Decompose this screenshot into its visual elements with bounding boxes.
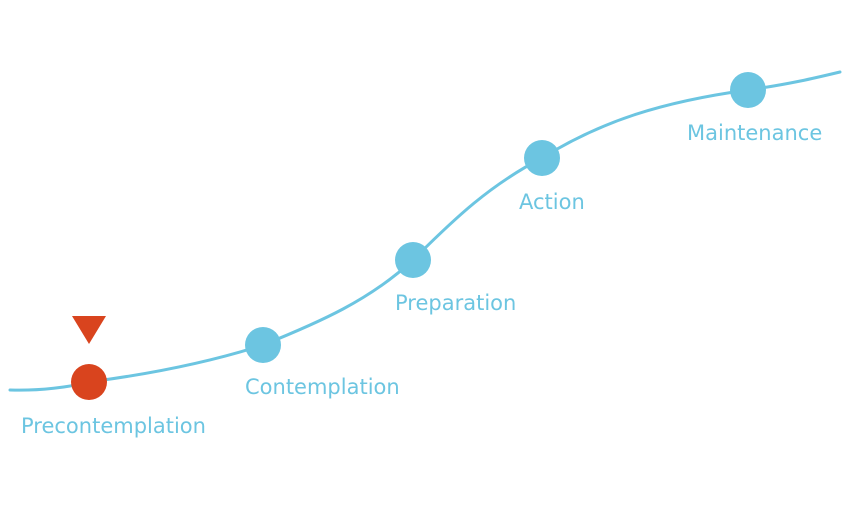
- stage-node-contemplation[interactable]: [245, 327, 281, 363]
- stage-label-contemplation: Contemplation: [245, 375, 400, 399]
- stage-node-action[interactable]: [524, 140, 560, 176]
- current-stage-marker: [72, 316, 106, 344]
- stage-label-precontemplation: Precontemplation: [21, 414, 206, 438]
- stage-label-maintenance: Maintenance: [687, 121, 822, 145]
- stage-node-preparation[interactable]: [395, 242, 431, 278]
- stage-node-maintenance[interactable]: [730, 72, 766, 108]
- progress-curve: [8, 70, 842, 392]
- stage-label-action: Action: [519, 190, 585, 214]
- stage-node-precontemplation[interactable]: [71, 364, 107, 400]
- stage-label-preparation: Preparation: [395, 291, 516, 315]
